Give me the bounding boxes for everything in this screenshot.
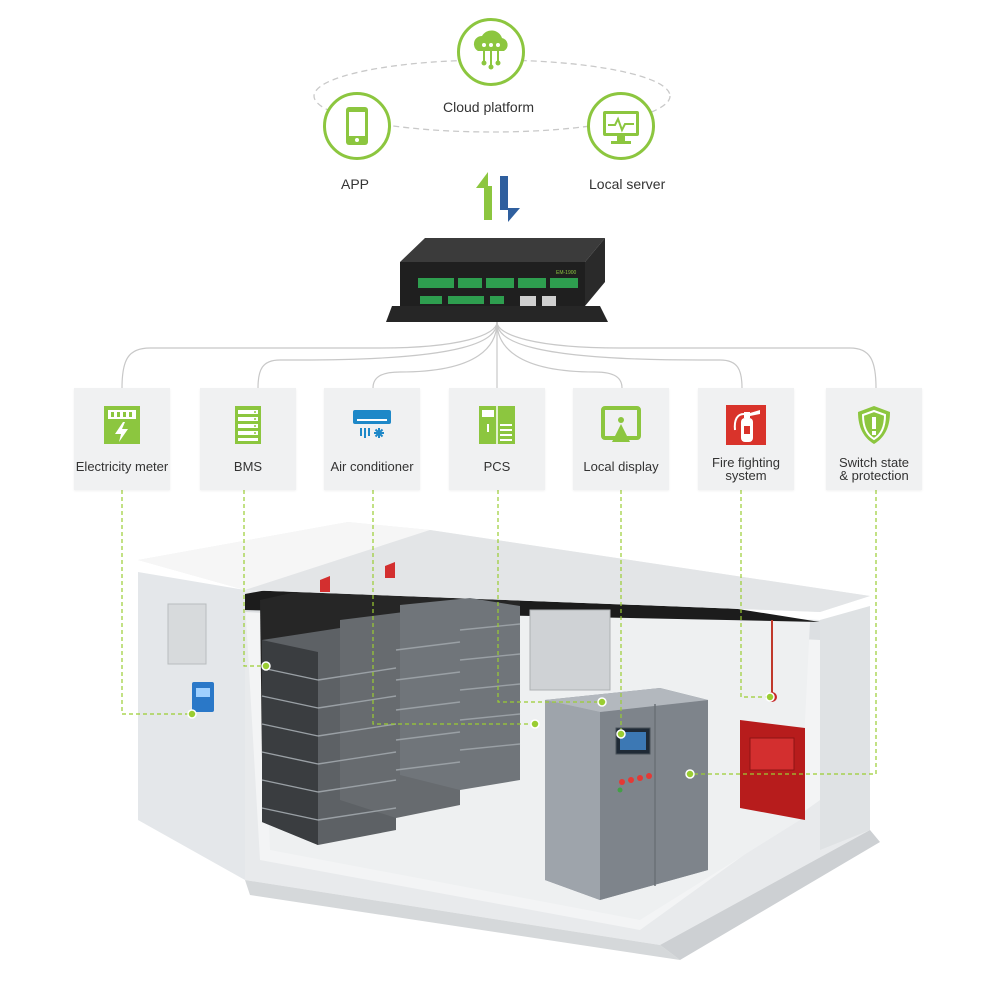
gateway-device: EM-1900 xyxy=(386,238,608,322)
local-server-node xyxy=(587,92,655,160)
local-server-label: Local server xyxy=(589,176,666,192)
app-label: APP xyxy=(341,176,370,192)
card-label: Local display xyxy=(583,459,659,474)
sync-arrows-icon xyxy=(476,172,520,222)
card-pcs: PCS xyxy=(449,388,545,490)
monitor-pulse-icon xyxy=(603,111,639,144)
electricity-meter-icon xyxy=(104,406,140,444)
connector-tree xyxy=(121,321,877,389)
card-label-line1: Fire fighting xyxy=(712,455,780,470)
card-label: BMS xyxy=(233,459,263,474)
server-rack-icon xyxy=(235,406,261,444)
cloud-network-icon xyxy=(473,30,508,70)
card-switch-protection: Switch state & protection xyxy=(826,388,922,490)
card-label-line1: Switch state xyxy=(838,455,910,470)
pcs-cabinet-icon xyxy=(479,406,515,444)
card-label: Electricity meter xyxy=(75,459,169,474)
card-fire-fighting: Fire fighting system xyxy=(698,388,794,490)
shield-icon xyxy=(858,406,890,444)
cloud-platform-node xyxy=(457,18,525,86)
card-label: Air conditioner xyxy=(330,459,414,474)
card-bms: BMS xyxy=(200,388,296,490)
card-air-conditioner: Air conditioner xyxy=(324,388,420,490)
card-label: PCS xyxy=(483,459,511,474)
card-label-line2: & protection xyxy=(839,468,909,483)
air-conditioner-icon xyxy=(353,410,391,438)
cloud-platform-label: Cloud platform xyxy=(443,99,535,115)
pcs-cabinet xyxy=(545,688,708,900)
app-node xyxy=(323,92,391,160)
card-electricity-meter: Electricity meter xyxy=(74,388,170,490)
display-icon xyxy=(601,406,641,442)
gateway-model: EM-1900 xyxy=(556,270,577,276)
battery-racks xyxy=(261,598,521,845)
card-local-display: Local display xyxy=(573,388,669,490)
card-label-line2: system xyxy=(725,468,767,483)
leader-dots xyxy=(187,661,775,779)
fire-extinguisher-icon xyxy=(726,405,766,445)
leader-lines xyxy=(121,490,877,775)
smartphone-icon xyxy=(346,107,368,145)
